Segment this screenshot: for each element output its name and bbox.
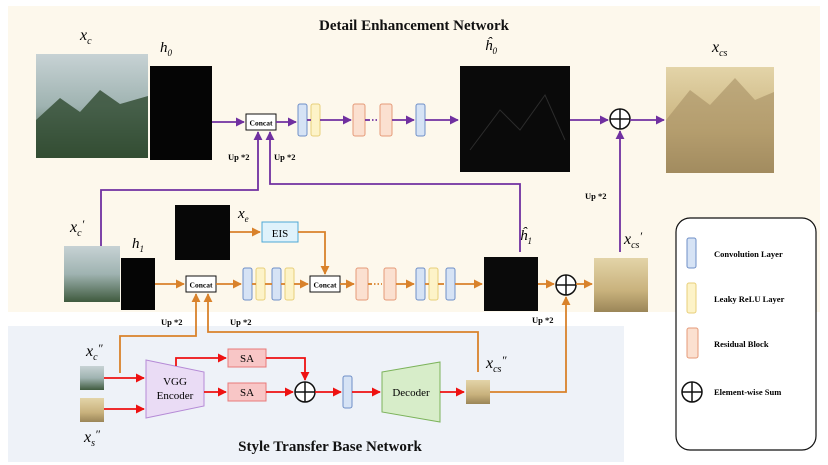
leaky-relu-layer [255, 267, 266, 301]
style-transfer-title: Style Transfer Base Network [238, 439, 422, 455]
image-xe [175, 205, 230, 260]
legend-box [675, 217, 817, 451]
image-xcs-dprime [466, 380, 490, 404]
up2-label: Up *2 [230, 317, 252, 327]
up2-label: Up *2 [274, 152, 296, 162]
legend-leaky-swatch [686, 282, 697, 314]
image-h1 [121, 258, 155, 310]
image-h0-hat [460, 66, 570, 172]
up2-label: Up *2 [532, 315, 554, 325]
residual-block [355, 267, 369, 301]
detail-enhancement-title: Detail Enhancement Network [319, 18, 510, 34]
residual-block [383, 267, 397, 301]
legend-sum-label: Element-wise Sum [714, 387, 781, 397]
residual-block [352, 103, 366, 137]
legend-leaky-label: Leaky ReLU Layer [714, 294, 785, 304]
up2-label: Up *2 [228, 152, 250, 162]
image-h1-hat [484, 257, 538, 311]
legend-residual-swatch [686, 327, 699, 359]
vgg-encoder [145, 359, 205, 419]
leaky-relu-layer [310, 103, 321, 137]
legend-conv-swatch [686, 237, 697, 269]
image-xs-dprime [80, 398, 104, 422]
conv-layer [271, 267, 282, 301]
conv-layer [445, 267, 456, 301]
conv-layer [415, 103, 426, 137]
leaky-relu-layer [428, 267, 439, 301]
legend-conv-label: Convolution Layer [714, 249, 783, 259]
conv-layer [297, 103, 308, 137]
image-h0 [150, 66, 212, 160]
up2-label: Up *2 [585, 191, 607, 201]
sa-block-2-label: SA [240, 387, 254, 399]
decoder-label: Decoder [392, 387, 430, 399]
vgg-encoder-label-2: Encoder [157, 390, 194, 402]
residual-block [379, 103, 393, 137]
up2-label: Up *2 [161, 317, 183, 327]
conv-layer [415, 267, 426, 301]
image-xc-dprime [80, 366, 104, 390]
image-xcs-prime [594, 258, 648, 312]
label-xc-prime: xc′ [69, 217, 85, 239]
concat-top-label: Concat [250, 119, 273, 128]
style-transfer-region [8, 326, 624, 462]
vgg-encoder-label-1: VGG [163, 376, 187, 388]
sa-block-1-label: SA [240, 353, 254, 365]
eis-label: EIS [272, 228, 289, 240]
concat-mid-1-label: Concat [190, 281, 213, 290]
conv-layer [242, 267, 253, 301]
decoder-block [381, 361, 441, 423]
leaky-relu-layer [284, 267, 295, 301]
label-xe: xe [237, 206, 249, 224]
concat-mid-2-label: Concat [314, 281, 337, 290]
conv-layer [342, 375, 353, 409]
image-xc-prime [64, 246, 120, 302]
legend-residual-label: Residual Block [714, 339, 769, 349]
